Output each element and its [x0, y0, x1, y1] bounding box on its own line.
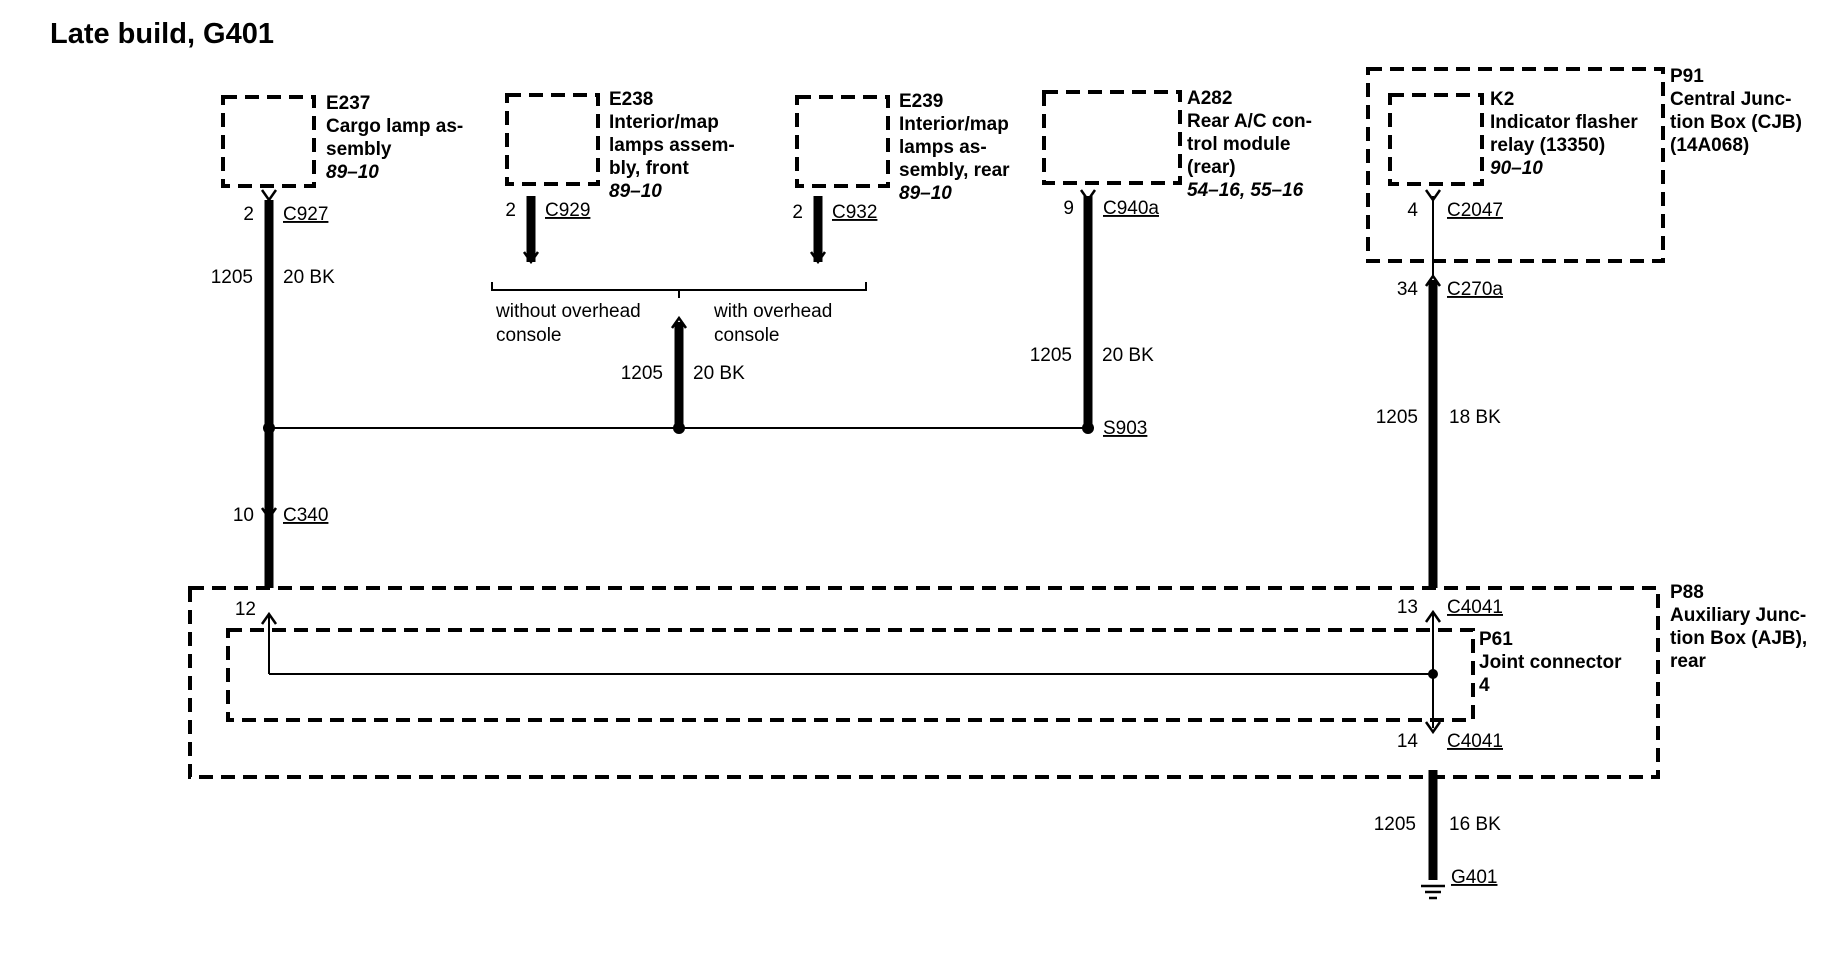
c2047-pin-chevron-icon — [1424, 189, 1442, 203]
e239-desc-1: Interior/map — [899, 114, 1009, 135]
option-without-line-1: without overhead — [495, 301, 641, 322]
c929-pin-chevron-icon — [522, 251, 540, 265]
e237-desc-2: sembly — [326, 139, 392, 160]
e238-desc-2: lamps assem- — [609, 135, 735, 156]
c940a-name: C940a — [1103, 198, 1159, 219]
e239-id: E239 — [899, 91, 943, 112]
e238-id: E238 — [609, 89, 653, 110]
c4041-pin-13: 13 — [1397, 597, 1418, 618]
p61-id: P61 — [1479, 629, 1513, 650]
ground-icon — [1421, 884, 1445, 900]
k2-desc-1: Indicator flasher — [1490, 112, 1638, 133]
e239-ref: 89–10 — [899, 183, 952, 204]
w-e237-circuit: 1205 — [211, 267, 253, 288]
c4041-name-out: C4041 — [1447, 731, 1503, 752]
e237-ref: 89–10 — [326, 162, 379, 183]
c270a-pin: 34 — [1397, 279, 1419, 300]
k2-id: K2 — [1490, 89, 1514, 110]
e239-box — [795, 95, 890, 188]
e238-ref: 89–10 — [609, 181, 662, 202]
e237-box — [221, 95, 316, 188]
a282-box — [1042, 90, 1182, 185]
splice-dot-s903 — [1082, 422, 1094, 434]
c4041-pin-12: 12 — [235, 599, 256, 620]
c932-pin-chevron-icon — [809, 251, 827, 265]
w-ground-gauge: 16 BK — [1449, 814, 1501, 835]
c4041-pin13-chevron-icon — [1424, 609, 1442, 623]
c2047-name: C2047 — [1447, 200, 1503, 221]
diagram-title: Late build, G401 — [50, 18, 274, 50]
c340-pin: 10 — [233, 505, 254, 526]
option-without-line-2: console — [496, 325, 562, 346]
c932-pin: 2 — [792, 202, 803, 223]
c4041-pin14-chevron-icon — [1424, 721, 1442, 735]
k2-desc-2: relay (13350) — [1490, 135, 1605, 156]
c940a-pin: 9 — [1063, 198, 1074, 219]
e237-desc-1: Cargo lamp as- — [326, 116, 463, 137]
c927-pin-chevron-icon — [260, 189, 278, 203]
p91-desc-2: tion Box (CJB) — [1670, 112, 1802, 133]
a282-ref: 54–16, 55–16 — [1187, 180, 1304, 201]
w-cjb-gauge: 18 BK — [1449, 407, 1501, 428]
w-a282-gauge: 20 BK — [1102, 345, 1154, 366]
c927-name: C927 — [283, 204, 328, 225]
c929-pin: 2 — [505, 200, 516, 221]
c2047-pin: 4 — [1407, 200, 1418, 221]
p88-desc-1: Auxiliary Junc- — [1670, 605, 1806, 626]
c340-pin-chevron-icon — [260, 507, 278, 521]
p88-id: P88 — [1670, 582, 1704, 603]
option-with-line-1: with overhead — [713, 301, 832, 322]
e238-box — [505, 93, 600, 186]
c932-name: C932 — [832, 202, 877, 223]
c340-name: C340 — [283, 505, 328, 526]
c270a-name: C270a — [1447, 279, 1503, 300]
p91-desc-1: Central Junc- — [1670, 89, 1791, 110]
e237-id: E237 — [326, 93, 370, 114]
w-e237-gauge: 20 BK — [283, 267, 335, 288]
p91-desc-3: (14A068) — [1670, 135, 1749, 156]
k2-ref: 90–10 — [1490, 158, 1543, 179]
option-with-line-2: console — [714, 325, 780, 346]
p88-desc-2: tion Box (AJB), — [1670, 628, 1807, 649]
w-center-gauge: 20 BK — [693, 363, 745, 384]
w-cjb-circuit: 1205 — [1376, 407, 1418, 428]
g401-name: G401 — [1451, 867, 1497, 888]
w-a282-circuit: 1205 — [1030, 345, 1072, 366]
a282-desc-1: Rear A/C con- — [1187, 111, 1312, 132]
p61-desc-2: 4 — [1479, 675, 1490, 696]
p91-id: P91 — [1670, 66, 1704, 87]
s903-name: S903 — [1103, 418, 1147, 439]
a282-desc-3: (rear) — [1187, 157, 1236, 178]
w-center-circuit: 1205 — [621, 363, 663, 384]
center-pin-chevron-icon — [670, 315, 688, 329]
c940a-pin-chevron-icon — [1079, 189, 1097, 203]
p88-ajb-box — [188, 586, 1660, 779]
splice-dot-center — [673, 422, 685, 434]
w-ground-circuit: 1205 — [1374, 814, 1416, 835]
c4041-pin12-chevron-icon — [260, 611, 278, 625]
e238-desc-3: bly, front — [609, 158, 690, 179]
p61-joint-connector-box — [226, 628, 1475, 722]
c927-pin: 2 — [243, 204, 254, 225]
p61-desc-1: Joint connector — [1479, 652, 1622, 673]
c270a-pin-chevron-icon — [1424, 273, 1442, 287]
a282-desc-2: trol module — [1187, 134, 1290, 155]
e239-desc-2: lamps as- — [899, 137, 987, 158]
option-bracket — [491, 282, 867, 291]
k2-relay-box — [1388, 93, 1484, 186]
splice-dot-left — [263, 422, 275, 434]
c4041-name-in: C4041 — [1447, 597, 1503, 618]
e238-desc-1: Interior/map — [609, 112, 719, 133]
p88-desc-3: rear — [1670, 651, 1707, 672]
e239-desc-3: sembly, rear — [899, 160, 1010, 181]
c4041-pin-14: 14 — [1397, 731, 1419, 752]
a282-id: A282 — [1187, 88, 1232, 109]
c929-name: C929 — [545, 200, 590, 221]
